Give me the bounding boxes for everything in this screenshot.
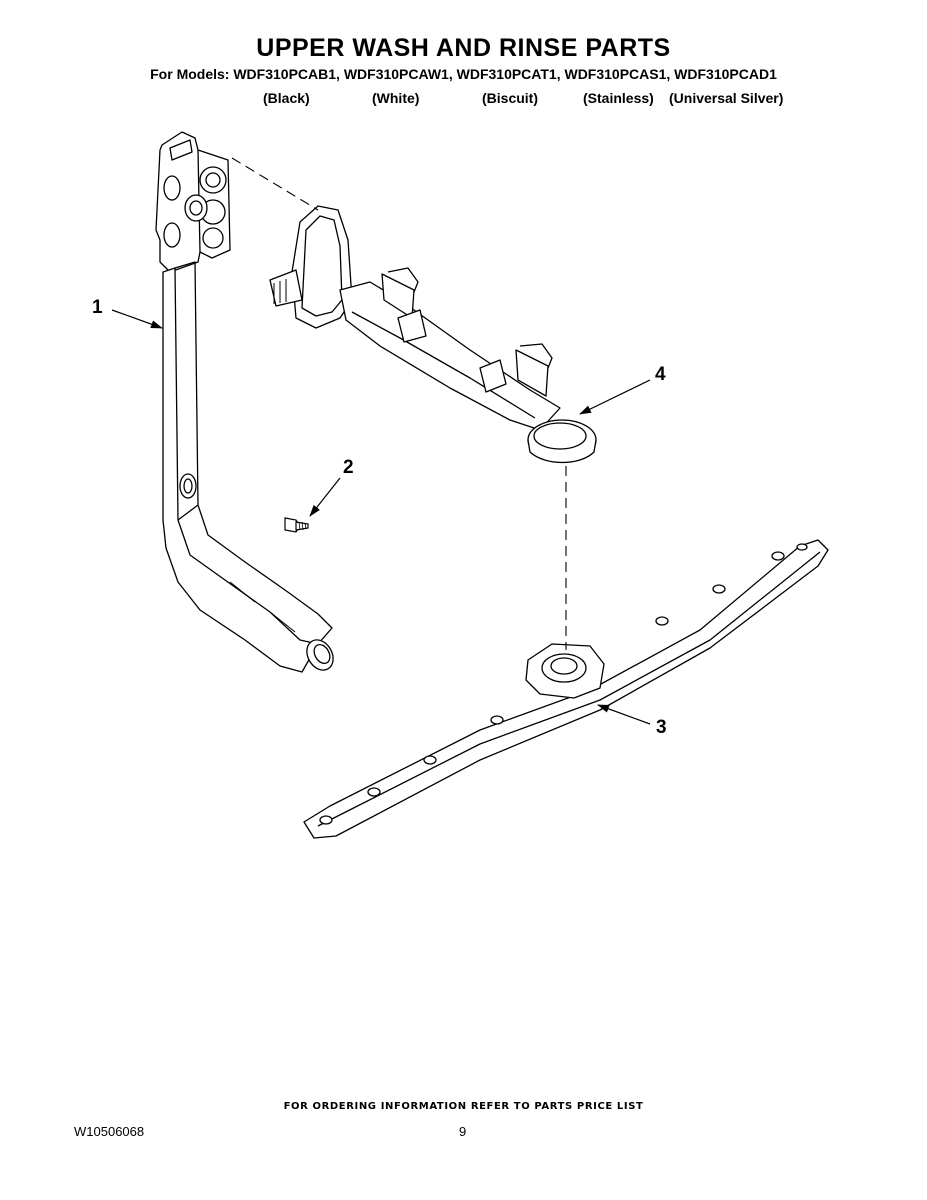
ordering-note: FOR ORDERING INFORMATION REFER TO PARTS … (283, 1101, 644, 1112)
callout-arrows (111, 309, 651, 725)
color-label-white: (White) (372, 90, 420, 106)
color-label-biscuit: (Biscuit) (482, 90, 538, 106)
callout-1: 1 (92, 297, 103, 318)
page-number: 9 (459, 1124, 467, 1139)
document-number: W10506068 (74, 1124, 145, 1139)
page-title: UPPER WASH AND RINSE PARTS (256, 34, 671, 62)
callout-2: 2 (343, 457, 354, 478)
callout-3: 3 (656, 717, 667, 738)
color-label-stainless: (Stainless) (583, 90, 654, 106)
assembly-lines (231, 157, 567, 650)
color-label-universal-silver: (Universal Silver) (669, 90, 784, 106)
screw-part (284, 517, 309, 533)
callout-4: 4 (655, 364, 666, 385)
models-line: For Models: WDF310PCAB1, WDF310PCAW1, WD… (150, 66, 777, 82)
upper-spray-arm-part (303, 539, 829, 839)
supply-tube-part (155, 131, 334, 673)
spray-arm-manifold-part (269, 205, 597, 464)
color-label-black: (Black) (263, 90, 310, 106)
